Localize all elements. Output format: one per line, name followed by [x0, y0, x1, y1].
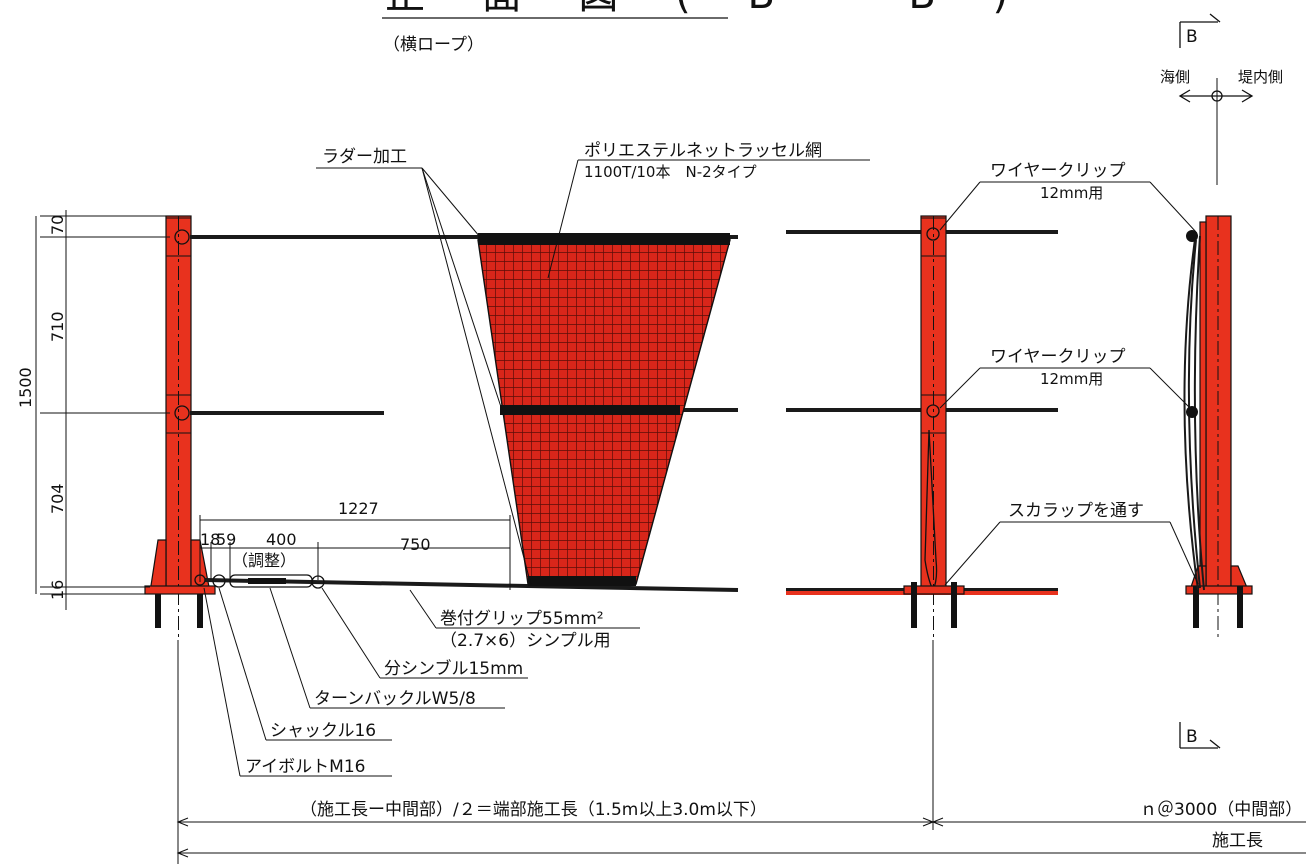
svg-text:シャックル16: シャックル16 — [270, 721, 376, 741]
direction-sea-label: 海側 — [1160, 68, 1190, 86]
direction-indicator: 海側 堤内側 — [1160, 68, 1283, 185]
dim-total-length: 施工長 — [1212, 831, 1263, 851]
svg-text:12mm用: 12mm用 — [1040, 370, 1103, 388]
hardware-dimensions: 1227 18 59 400 750 （調整） — [199, 499, 511, 590]
callout-eyebolt: アイボルトM16 — [203, 587, 392, 777]
callout-thimble: 分シンブル15mm — [321, 587, 528, 679]
net-panel — [477, 233, 731, 586]
svg-text:アイボルトM16: アイボルトM16 — [245, 757, 365, 777]
middle-post — [903, 215, 965, 640]
svg-text:ポリエステルネットラッセル網: ポリエステルネットラッセル網 — [584, 141, 822, 161]
dim-704: 704 — [48, 483, 67, 514]
svg-text:B: B — [1186, 27, 1198, 47]
dim-59: 59 — [216, 530, 236, 549]
callout-shackle: シャックル16 — [218, 587, 392, 741]
dim-1227: 1227 — [338, 499, 379, 518]
dim-18: 18 — [200, 530, 220, 549]
title-main: 正 面 図 ( B – B ) — [385, 0, 1030, 18]
callout-turnbuckle: ターンバックルW5/8 — [269, 587, 505, 709]
side-view — [1183, 215, 1253, 640]
dim-70: 70 — [48, 215, 67, 235]
label-adjust: （調整） — [232, 551, 296, 570]
svg-text:（2.7×6）シンプル用: （2.7×6）シンプル用 — [440, 631, 611, 651]
title-sub: （横ロープ） — [383, 35, 484, 55]
svg-text:分シンブル15mm: 分シンブル15mm — [384, 658, 523, 679]
callout-grip: 巻付グリップ55mm² （2.7×6）シンプル用 — [409, 589, 640, 651]
dim-400: 400 — [266, 530, 297, 549]
svg-text:ワイヤークリップ: ワイヤークリップ — [990, 347, 1126, 367]
dim-total-height: 1500 — [16, 367, 35, 408]
left-post — [144, 215, 216, 640]
svg-text:12mm用: 12mm用 — [1040, 184, 1103, 202]
section-marker-bottom: B — [1179, 722, 1221, 749]
svg-text:ラダー加工: ラダー加工 — [322, 147, 407, 167]
callout-wire-clip-mid: ワイヤークリップ 12mm用 — [939, 347, 1195, 413]
dim-16: 16 — [48, 580, 67, 600]
dim-middle: ｎ＠3000（中間部） — [1140, 800, 1302, 820]
section-marker-top: B — [1179, 13, 1221, 48]
shackle-icon — [212, 574, 226, 588]
vertical-dimensions: 1500 70 710 704 16 — [16, 210, 170, 610]
svg-text:B: B — [1186, 727, 1198, 747]
bottom-rope-left — [204, 578, 739, 592]
dim-750: 750 — [400, 535, 431, 554]
callout-wire-clip-top: ワイヤークリップ 12mm用 — [939, 161, 1197, 233]
direction-land-label: 堤内側 — [1238, 68, 1283, 86]
callout-ladder: ラダー加工 — [316, 147, 532, 586]
dim-end-length: （施工長ー中間部）/２＝端部施工長（1.5m以上3.0m以下） — [300, 800, 767, 820]
callout-net: ポリエステルネットラッセル網 1100T/10本 N-2タイプ — [547, 141, 870, 279]
svg-text:ターンバックルW5/8: ターンバックルW5/8 — [314, 689, 476, 709]
svg-text:ワイヤークリップ: ワイヤークリップ — [990, 161, 1126, 181]
length-dimensions: （施工長ー中間部）/２＝端部施工長（1.5m以上3.0m以下） ｎ＠3000（中… — [176, 640, 1306, 864]
svg-text:1100T/10本 N-2タイプ: 1100T/10本 N-2タイプ — [584, 163, 757, 181]
svg-text:巻付グリップ55mm²: 巻付グリップ55mm² — [440, 609, 604, 629]
dim-710: 710 — [48, 311, 67, 342]
callout-scallop: スカラップを通す — [944, 501, 1199, 586]
svg-text:スカラップを通す: スカラップを通す — [1008, 501, 1144, 521]
